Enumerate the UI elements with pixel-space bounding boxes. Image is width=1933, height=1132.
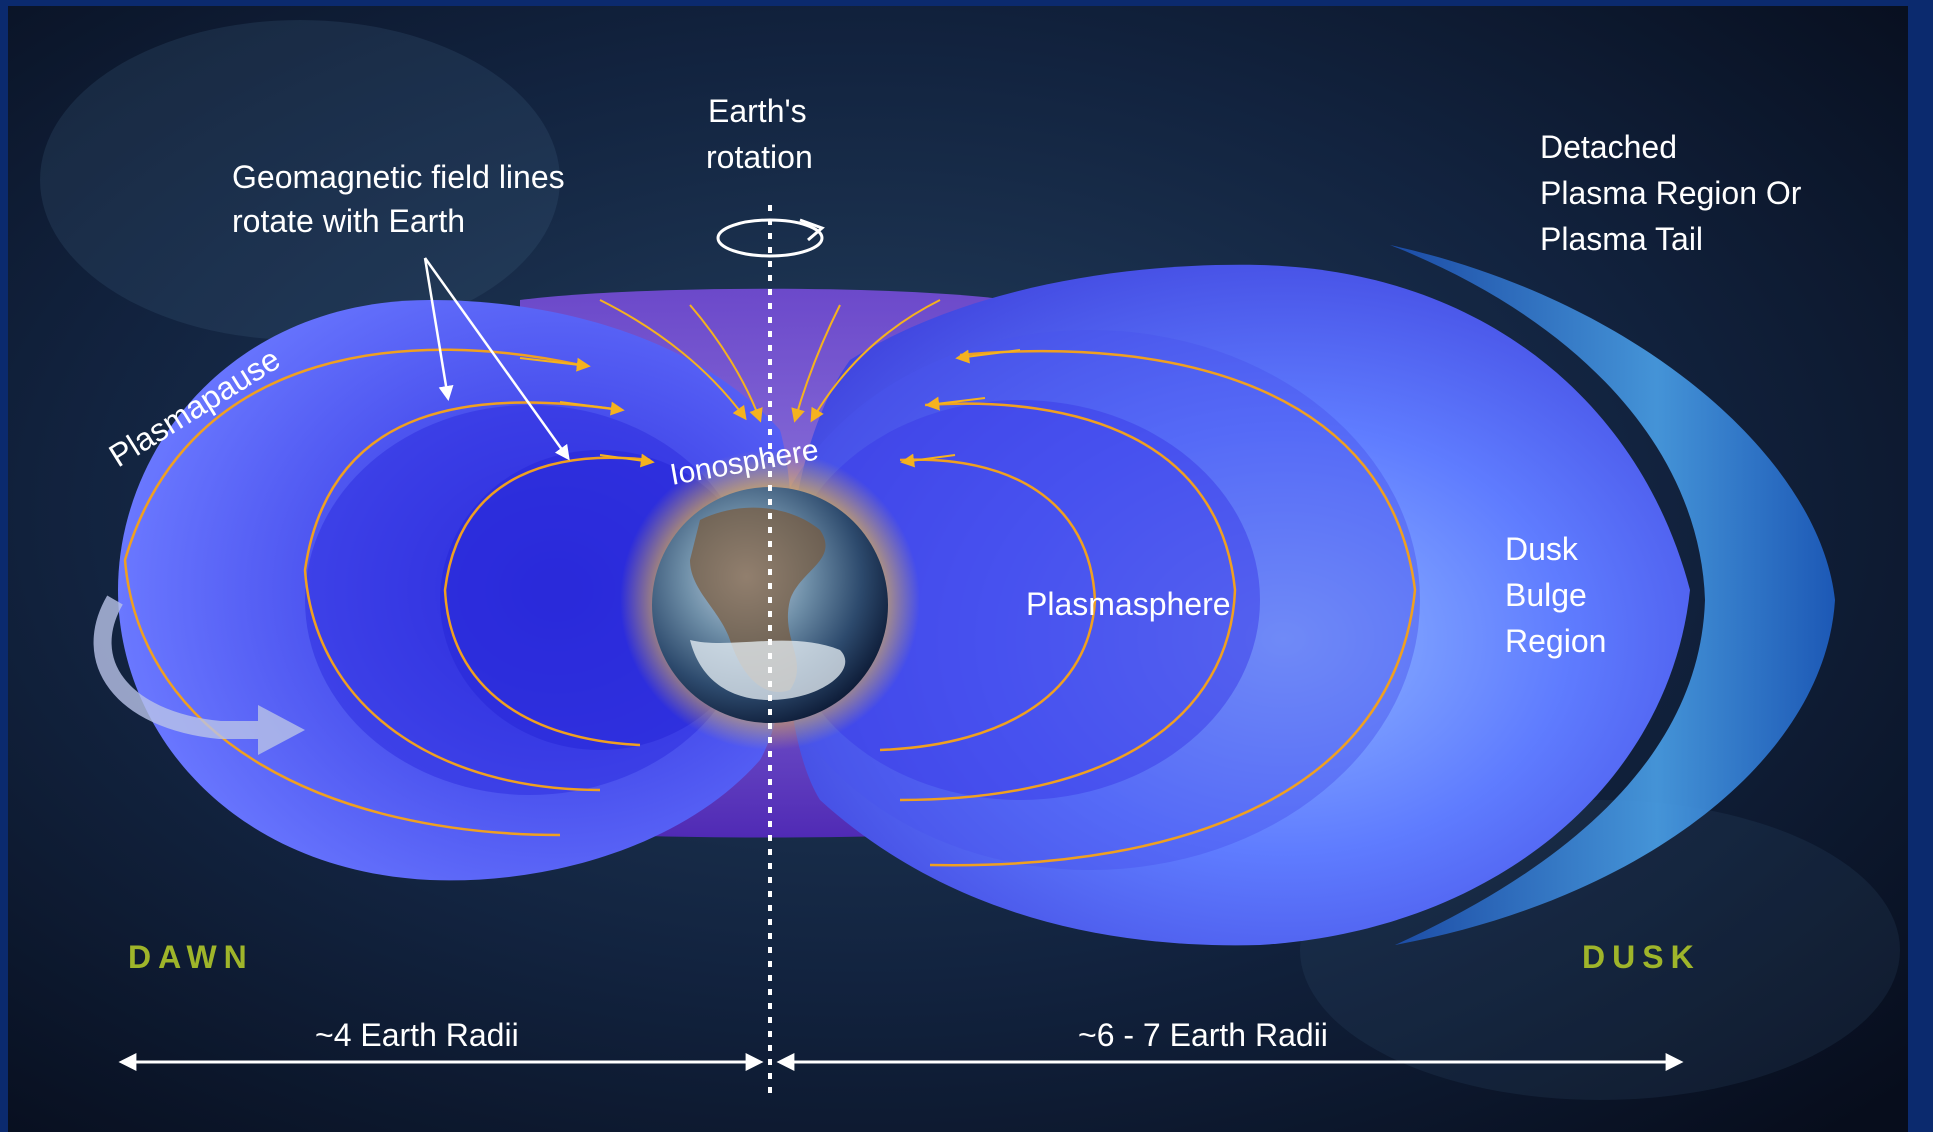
geomagnetic-label-line2: rotate with Earth	[232, 203, 465, 239]
field-line-dusk-middle	[899, 402, 1237, 802]
nebula-haze	[40, 20, 560, 340]
dusk-inner-shell-2	[780, 400, 1260, 800]
dusk-bulge-label-line2: Bulge	[1505, 577, 1587, 613]
left-distance-label: ~4 Earth Radii	[315, 1017, 519, 1053]
earth-clouds	[690, 640, 846, 700]
rotation-label-line2: rotation	[706, 139, 813, 175]
field-line-dusk-inner	[879, 458, 1097, 752]
field-line-arrows	[519, 299, 1021, 468]
rotation-label-line1: Earth's	[708, 93, 807, 129]
detached-label-line2: Plasma Region Or	[1540, 175, 1802, 211]
detached-plasma-tail	[1390, 245, 1835, 945]
dawn-label: DAWN	[128, 939, 254, 975]
field-line-dusk-outer	[929, 349, 1417, 867]
dawn-flow-arrow-icon	[93, 595, 305, 755]
field-arrow-dusk-inner	[900, 453, 956, 468]
rotation-arrow-icon	[716, 218, 825, 258]
field-line-dawn-inner	[443, 456, 651, 747]
field-line-dawn-outer	[123, 348, 581, 837]
field-arrow-polar-1	[599, 299, 747, 421]
field-arrow-polar-2	[689, 304, 763, 423]
field-arrow-dusk-middle	[925, 396, 986, 411]
geomagnetic-label-line1: Geomagnetic field lines	[232, 159, 565, 195]
dusk-label: DUSK	[1582, 939, 1701, 975]
detached-label-line1: Detached	[1540, 129, 1677, 165]
dusk-bulge-label-line1: Dusk	[1505, 531, 1579, 567]
field-arrow-dawn-inner	[599, 453, 655, 468]
field-arrow-dawn-outer	[519, 357, 591, 372]
dusk-bulge-label-line3: Region	[1505, 623, 1606, 659]
geomagnetic-pointers	[423, 257, 570, 461]
plasmasphere-label: Plasmasphere	[1026, 586, 1231, 622]
field-arrow-polar-3	[791, 304, 841, 423]
field-lines	[123, 348, 1417, 867]
field-arrow-dawn-middle	[559, 401, 625, 416]
right-distance-label: ~6 - 7 Earth Radii	[1078, 1017, 1328, 1053]
detached-label-line3: Plasma Tail	[1540, 221, 1703, 257]
field-arrow-polar-4	[810, 299, 941, 423]
field-arrow-dusk-outer	[955, 349, 1021, 364]
field-line-dawn-middle	[303, 401, 621, 792]
